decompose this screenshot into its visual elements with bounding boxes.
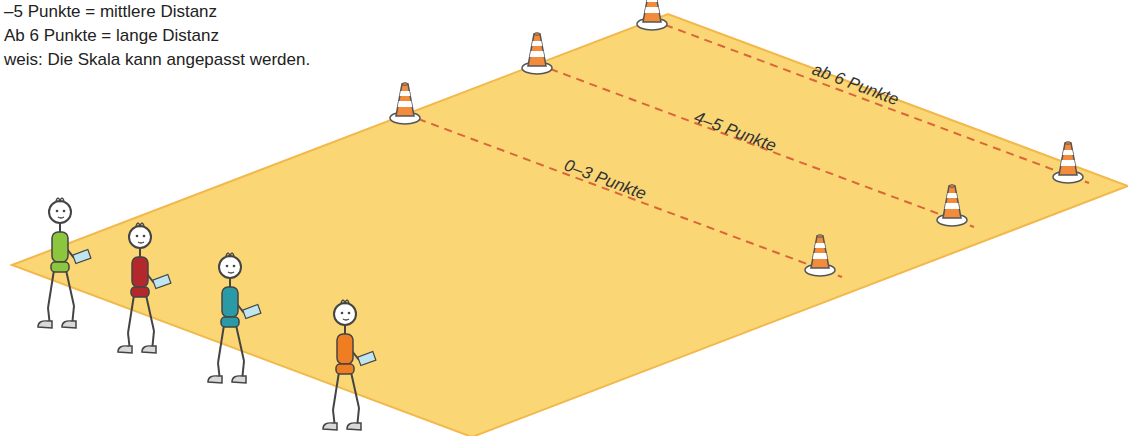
note-text: Ab 6 Punkte = lange Distanz bbox=[4, 26, 219, 46]
note-text: weis: Die Skala kann angepasst werden. bbox=[4, 50, 310, 70]
note-text: –5 Punkte = mittlere Distanz bbox=[4, 2, 217, 22]
